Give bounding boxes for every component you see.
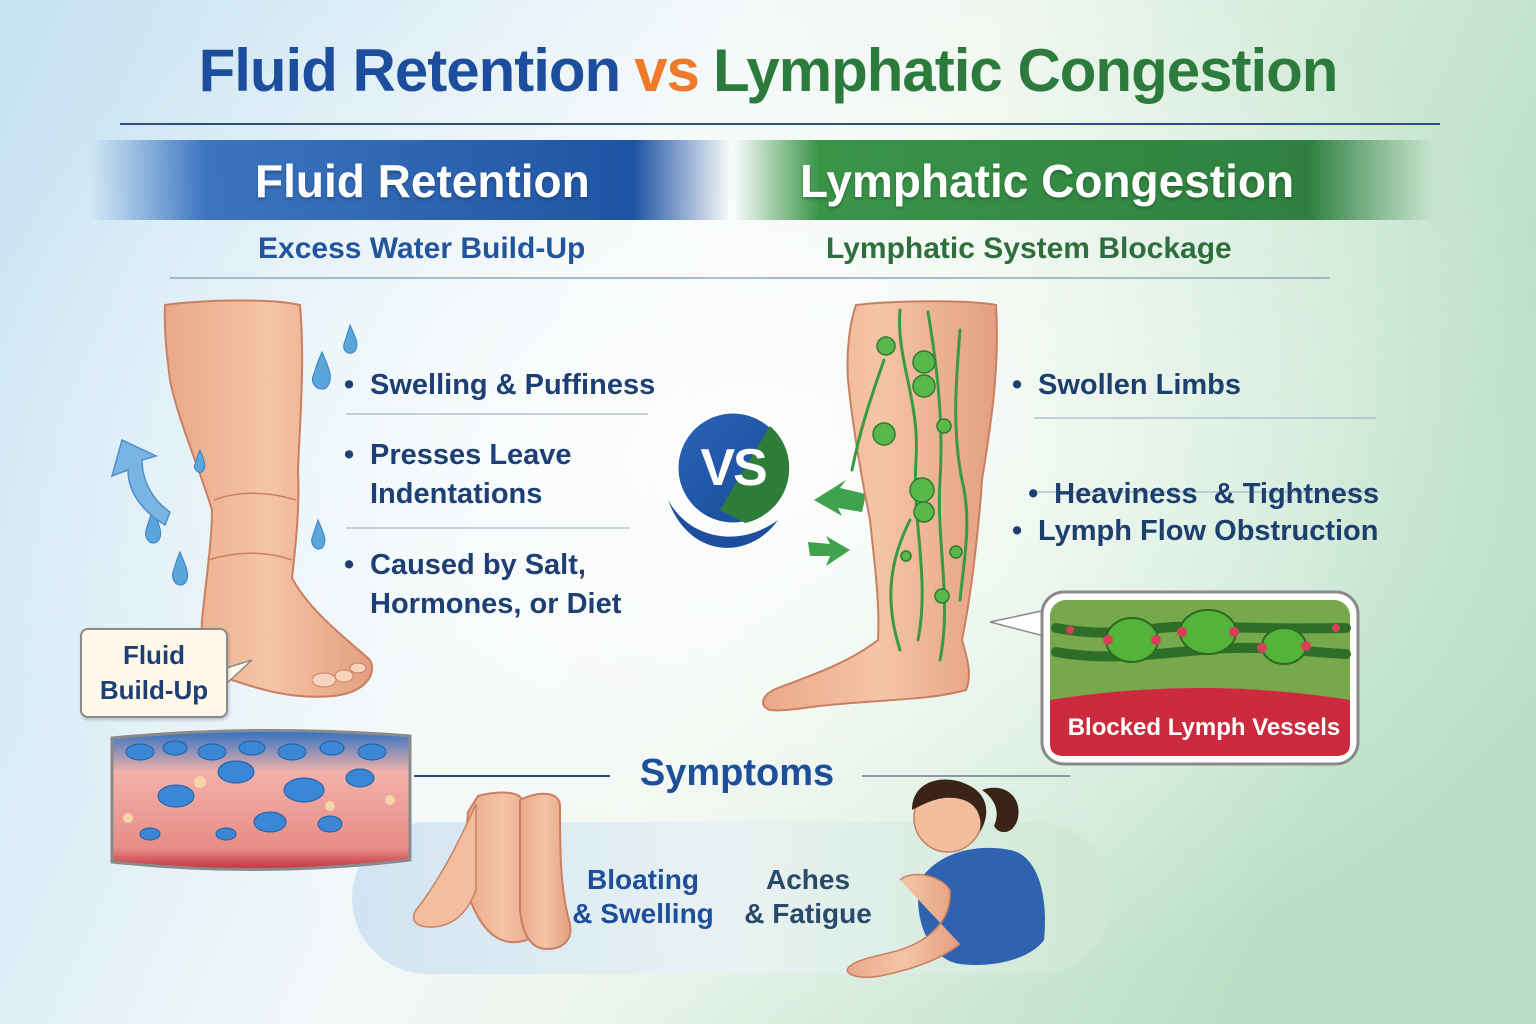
left-bullet-1: • Swelling & Puffiness bbox=[344, 366, 655, 405]
left-subheading: Excess Water Build-Up bbox=[258, 232, 586, 265]
swollen-leg-illustration bbox=[163, 299, 373, 698]
bullet-text: Swelling & Puffiness bbox=[370, 369, 656, 401]
right-bullet-1: • Swollen Limbs bbox=[1012, 366, 1241, 405]
title-right: Lymphatic Congestion bbox=[712, 37, 1338, 104]
right-bullet-2: • Heaviness & Tightness bbox=[1012, 436, 1379, 514]
right-heading: Lymphatic Congestion bbox=[800, 155, 1295, 207]
bullet-text: Lymph Flow Obstruction bbox=[1038, 515, 1379, 547]
symptoms-heading: Symptoms bbox=[639, 752, 835, 794]
bullet-dot: • bbox=[344, 439, 355, 471]
water-drops-icon bbox=[145, 323, 358, 586]
fluid-buildup-callout: Fluid Build-Up bbox=[80, 628, 228, 718]
right-bullet-3: • Lymph Flow Obstruction bbox=[1012, 512, 1378, 551]
title-vs: vs bbox=[634, 37, 700, 104]
left-band bbox=[90, 140, 730, 220]
bullet-dot: • bbox=[344, 369, 355, 401]
symptom-line-1: Aches bbox=[765, 864, 851, 895]
right-band bbox=[735, 140, 1435, 220]
callout-line-1: Fluid bbox=[122, 640, 186, 670]
title-left: Fluid Retention bbox=[198, 37, 622, 104]
symptom-line-1: Bloating bbox=[587, 864, 699, 895]
vs-badge-label: VS bbox=[700, 439, 767, 497]
tissue-cross-section-illustration bbox=[110, 728, 412, 872]
bullet-text-line-1: Caused by Salt, bbox=[370, 549, 586, 581]
lymphatic-leg-illustration bbox=[762, 300, 998, 712]
bullet-dot: • bbox=[344, 549, 355, 581]
vs-badge bbox=[668, 410, 791, 548]
right-subheading: Lymphatic System Blockage bbox=[826, 232, 1232, 265]
upward-arrow-icon bbox=[110, 438, 171, 527]
symptom-line-2: & Fatigue bbox=[744, 898, 872, 929]
symptom-bloating: Bloating & Swelling bbox=[568, 863, 718, 931]
bullet-text-line-2: Hormones, or Diet bbox=[370, 588, 622, 620]
bullet-text-line-2: Indentations bbox=[370, 478, 543, 510]
symptom-aches: Aches & Fatigue bbox=[738, 863, 878, 931]
callout-line-2: Build-Up bbox=[99, 675, 209, 705]
bullet-text: Swollen Limbs bbox=[1038, 369, 1242, 401]
symptom-line-2: & Swelling bbox=[572, 898, 714, 929]
bullet-text-line-1: Presses Leave bbox=[370, 439, 572, 471]
swollen-feet-illustration bbox=[412, 791, 572, 950]
tired-person-illustration bbox=[846, 779, 1045, 978]
bullet-dividers bbox=[346, 413, 1380, 529]
bullet-dot: • bbox=[1012, 515, 1023, 547]
bullet-dot: • bbox=[1028, 478, 1039, 510]
bullet-text: Heaviness & Tightness bbox=[1054, 478, 1380, 510]
blocked-vessels-label: Blocked Lymph Vessels bbox=[1067, 714, 1341, 741]
left-bullet-3: • Caused by Salt, Hormones, or Diet bbox=[344, 546, 621, 624]
blocked-lymph-vessels-inset bbox=[989, 590, 1360, 766]
left-heading: Fluid Retention bbox=[255, 155, 590, 207]
inward-arrows-icon bbox=[808, 480, 866, 566]
bullet-dot: • bbox=[1012, 369, 1023, 401]
